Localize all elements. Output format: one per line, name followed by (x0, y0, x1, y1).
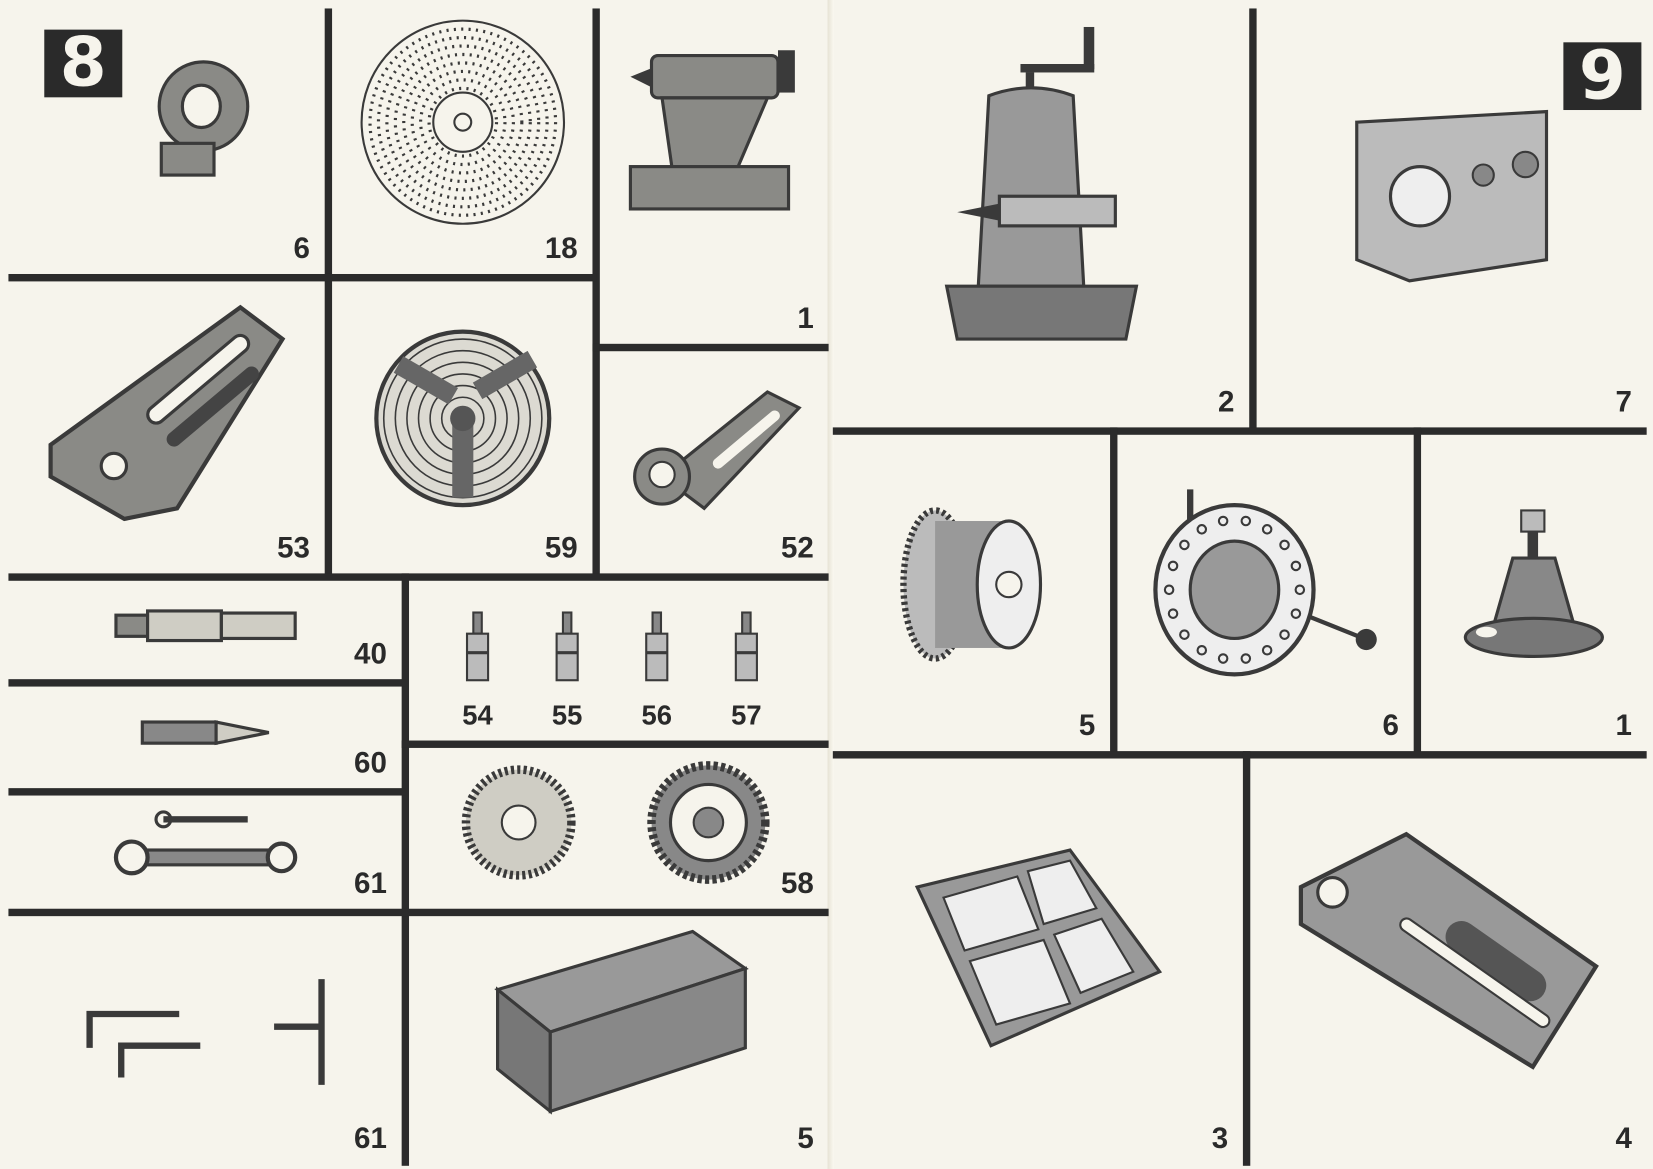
panel-divider (832, 427, 1647, 435)
clamp-bracket-icon (619, 381, 809, 534)
catalog-item-arbor: 40 (8, 581, 401, 679)
panel-divider (1249, 8, 1257, 434)
pin-icon (553, 610, 580, 689)
storage-box-icon (482, 927, 756, 1123)
catalog-item-pins: 54 55 56 57 (409, 581, 829, 741)
grooved-table-icon (911, 845, 1164, 1062)
hex-key-icon (79, 974, 332, 1096)
catalog-item-storage-box: 5 (409, 916, 829, 1164)
item-number: 55 (551, 699, 583, 732)
catalog-item-clamp-bracket: 52 (600, 351, 829, 573)
panel-divider (401, 573, 410, 1166)
item-number: 61 (354, 866, 387, 900)
handwheel-icon (892, 505, 1050, 669)
catalog-item-three-jaw-chuck: 59 (332, 281, 592, 573)
catalog-item-center-point: 60 (8, 687, 401, 789)
gears-icon (461, 759, 777, 891)
item-number: 53 (277, 531, 310, 564)
item-number: 7 (1615, 385, 1632, 418)
tailstock-icon (619, 45, 809, 230)
item-number: 54 (462, 699, 493, 732)
catalog-item-slotted-bracket: 53 (8, 281, 324, 573)
catalog-item-tailstock: 1 (600, 8, 829, 343)
panel-divider (832, 751, 1647, 759)
item-number: 52 (780, 531, 814, 564)
catalog-item-dividing-ring: 6 (8, 8, 324, 274)
three-jaw-chuck-icon (367, 324, 557, 520)
pin-icon (733, 610, 760, 689)
item-number: 4 (1615, 1121, 1632, 1155)
catalog-item-rotary-chuck: 6 (1117, 435, 1413, 751)
panel-divider (1110, 427, 1118, 756)
item-number: 40 (354, 636, 387, 670)
pin-icon (643, 610, 670, 689)
item-number: 56 (641, 699, 673, 732)
panel-divider (592, 343, 829, 352)
panel-divider (8, 908, 829, 917)
panel-divider (401, 740, 829, 748)
rotary-chuck-icon (1150, 488, 1382, 685)
support-jack-icon (1460, 505, 1608, 669)
panel-divider (8, 679, 405, 687)
adjustable-tailstock-icon (936, 22, 1147, 376)
catalog-item-support-jack: 1 (1421, 435, 1647, 751)
slotted-bracket-icon (40, 297, 293, 546)
item-number: 57 (731, 699, 762, 732)
item-number: 3 (1211, 1121, 1229, 1155)
catalog-item-adjustable-tailstock: 2 (833, 8, 1249, 427)
panel-divider (324, 8, 333, 580)
page-fold (827, 0, 834, 1169)
catalog-item-index-plate: 18 (332, 8, 592, 274)
catalog-item-dividing-head: 7 (1257, 8, 1647, 427)
page-number-badge: 9 (1563, 42, 1642, 111)
center-point-icon (137, 717, 274, 754)
panel-divider (8, 788, 405, 796)
panel-divider (1413, 427, 1422, 756)
item-number: 5 (1078, 708, 1096, 742)
catalog-item-wrench: 61 (8, 796, 401, 909)
panel-divider (8, 573, 829, 581)
item-number: 59 (544, 531, 578, 564)
catalog-item-hex-key: 61 (8, 916, 401, 1164)
item-number: 61 (354, 1121, 387, 1155)
item-number: 5 (797, 1121, 814, 1155)
wrench-icon (110, 810, 300, 889)
catalog-item-grooved-table: 3 (833, 759, 1243, 1164)
catalog-item-gears: 58 (409, 748, 829, 909)
panel-divider (8, 273, 597, 282)
item-number: 18 (544, 231, 578, 265)
item-number: 1 (797, 301, 814, 335)
panel-divider (592, 8, 600, 580)
item-number: 1 (1615, 708, 1632, 742)
dividing-ring-icon (140, 54, 256, 197)
item-number: 58 (780, 866, 814, 900)
item-number: 2 (1218, 385, 1235, 418)
catalog-item-handwheel: 5 (833, 435, 1110, 751)
pin-icon (464, 610, 491, 689)
catalog-item-angle-plate: 4 (1250, 759, 1646, 1164)
page-number-badge: 8 (44, 30, 123, 98)
index-plate-icon (357, 17, 568, 234)
panel-divider (1242, 751, 1251, 1166)
item-number: 6 (1382, 708, 1399, 742)
item-number: 6 (293, 231, 310, 265)
item-number: 60 (354, 745, 387, 779)
arbor-icon (105, 604, 305, 652)
dividing-head-icon (1346, 101, 1557, 297)
angle-plate-icon (1290, 829, 1606, 1078)
